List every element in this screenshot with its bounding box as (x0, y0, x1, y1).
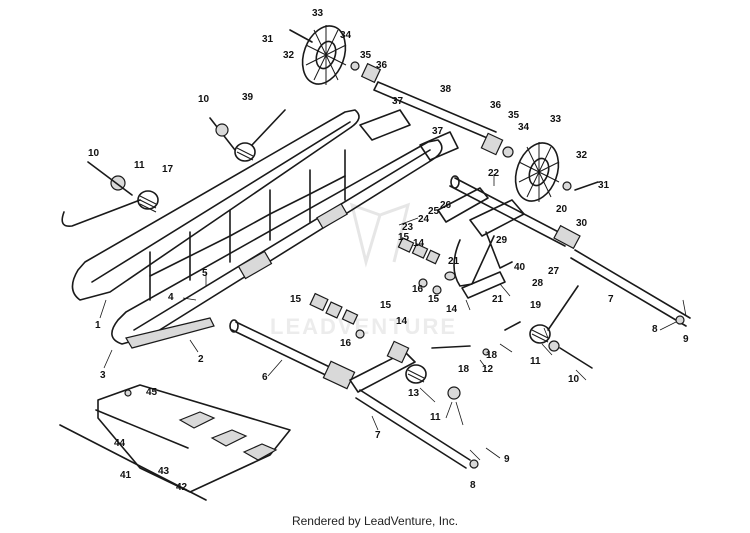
callout-33a: 33 (312, 8, 324, 19)
lower-spring-assembly (405, 285, 593, 400)
callout-20: 20 (556, 204, 568, 215)
callout-43: 43 (158, 466, 170, 477)
callout-4: 4 (168, 292, 174, 303)
front-spring-assembly (61, 161, 159, 228)
callout-11c: 11 (530, 356, 541, 367)
callout-15d: 15 (380, 300, 392, 311)
callout-24: 24 (418, 214, 430, 225)
callout-11a: 11 (134, 160, 145, 171)
callout-22: 22 (488, 168, 500, 179)
callout-27: 27 (548, 266, 560, 277)
callout-5: 5 (202, 268, 208, 279)
callout-14c: 14 (396, 316, 408, 327)
callout-labels: 1 2 3 4 5 6 7 7 8 8 9 9 10 10 10 11 11 1… (88, 8, 689, 493)
callout-3: 3 (100, 370, 106, 381)
callout-17: 17 (162, 164, 174, 175)
callout-2: 2 (198, 354, 204, 365)
callout-11b: 11 (430, 412, 441, 423)
callout-15a: 15 (398, 232, 410, 243)
callout-25: 25 (428, 206, 440, 217)
front-cross-shaft (229, 319, 479, 469)
leader-lines (99, 174, 687, 461)
watermark: LEADVENTURE (270, 202, 455, 339)
shock-absorber (444, 199, 525, 287)
callout-19: 19 (530, 300, 542, 311)
spacer-group-lower (309, 292, 365, 339)
callout-37b: 37 (432, 126, 444, 137)
rear-arm-lower (461, 271, 506, 299)
callout-12: 12 (482, 364, 494, 375)
callout-14b: 14 (446, 304, 458, 315)
callout-41: 41 (120, 470, 132, 481)
callout-9a: 9 (504, 454, 510, 465)
callout-36a: 36 (376, 60, 388, 71)
idler-wheel-right (514, 142, 599, 202)
callout-29: 29 (496, 235, 508, 246)
callout-16a: 16 (412, 284, 424, 295)
callout-7a: 7 (375, 430, 381, 441)
callout-15c: 15 (290, 294, 302, 305)
callout-7b: 7 (608, 294, 614, 305)
callout-23: 23 (402, 222, 414, 233)
wear-strip (125, 317, 215, 349)
callout-18a: 18 (486, 350, 498, 361)
rear-arm-left (437, 187, 489, 223)
rear-cross-shaft (449, 175, 691, 327)
callout-35a: 35 (360, 50, 372, 61)
callout-15b: 15 (428, 294, 440, 305)
callout-21b: 21 (492, 294, 504, 305)
callout-10b: 10 (198, 94, 210, 105)
callout-32b: 32 (576, 150, 588, 161)
callout-39: 39 (242, 92, 254, 103)
callout-31b: 31 (598, 180, 610, 191)
callout-26: 26 (440, 200, 452, 211)
callout-21a: 21 (448, 256, 460, 267)
upper-shaft-bushing (480, 132, 504, 156)
callout-38: 38 (440, 84, 452, 95)
callout-28: 28 (532, 278, 544, 289)
callout-32a: 32 (283, 50, 295, 61)
callout-35b: 35 (508, 110, 520, 121)
callout-37a: 37 (392, 96, 404, 107)
slide-rail-bottom (59, 384, 291, 501)
callout-1: 1 (95, 320, 101, 331)
callout-18b: 18 (458, 364, 470, 375)
callout-9b: 9 (683, 334, 689, 345)
rear-spring-assembly (209, 109, 286, 162)
callout-45: 45 (146, 387, 158, 398)
callout-6: 6 (262, 372, 268, 383)
spacer-group-upper (397, 237, 442, 295)
callout-13: 13 (408, 388, 420, 399)
callout-34b: 34 (518, 122, 530, 133)
callout-36b: 36 (490, 100, 502, 111)
callout-10a: 10 (88, 148, 100, 159)
callout-8a: 8 (470, 480, 476, 491)
footer-credit: Rendered by LeadVenture, Inc. (291, 514, 459, 528)
callout-14a: 14 (413, 238, 425, 249)
slide-rail-frame (71, 109, 459, 345)
callout-34a: 34 (340, 30, 352, 41)
callout-42: 42 (176, 482, 188, 493)
callout-8b: 8 (652, 324, 658, 335)
callout-31a: 31 (262, 34, 274, 45)
callout-44: 44 (114, 438, 126, 449)
callout-16b: 16 (340, 338, 352, 349)
callout-33b: 33 (550, 114, 562, 125)
idler-wheel-upper (289, 25, 382, 85)
callout-40: 40 (514, 262, 526, 273)
callout-30: 30 (576, 218, 588, 229)
callout-10c: 10 (568, 374, 580, 385)
upper-shaft (373, 81, 497, 141)
